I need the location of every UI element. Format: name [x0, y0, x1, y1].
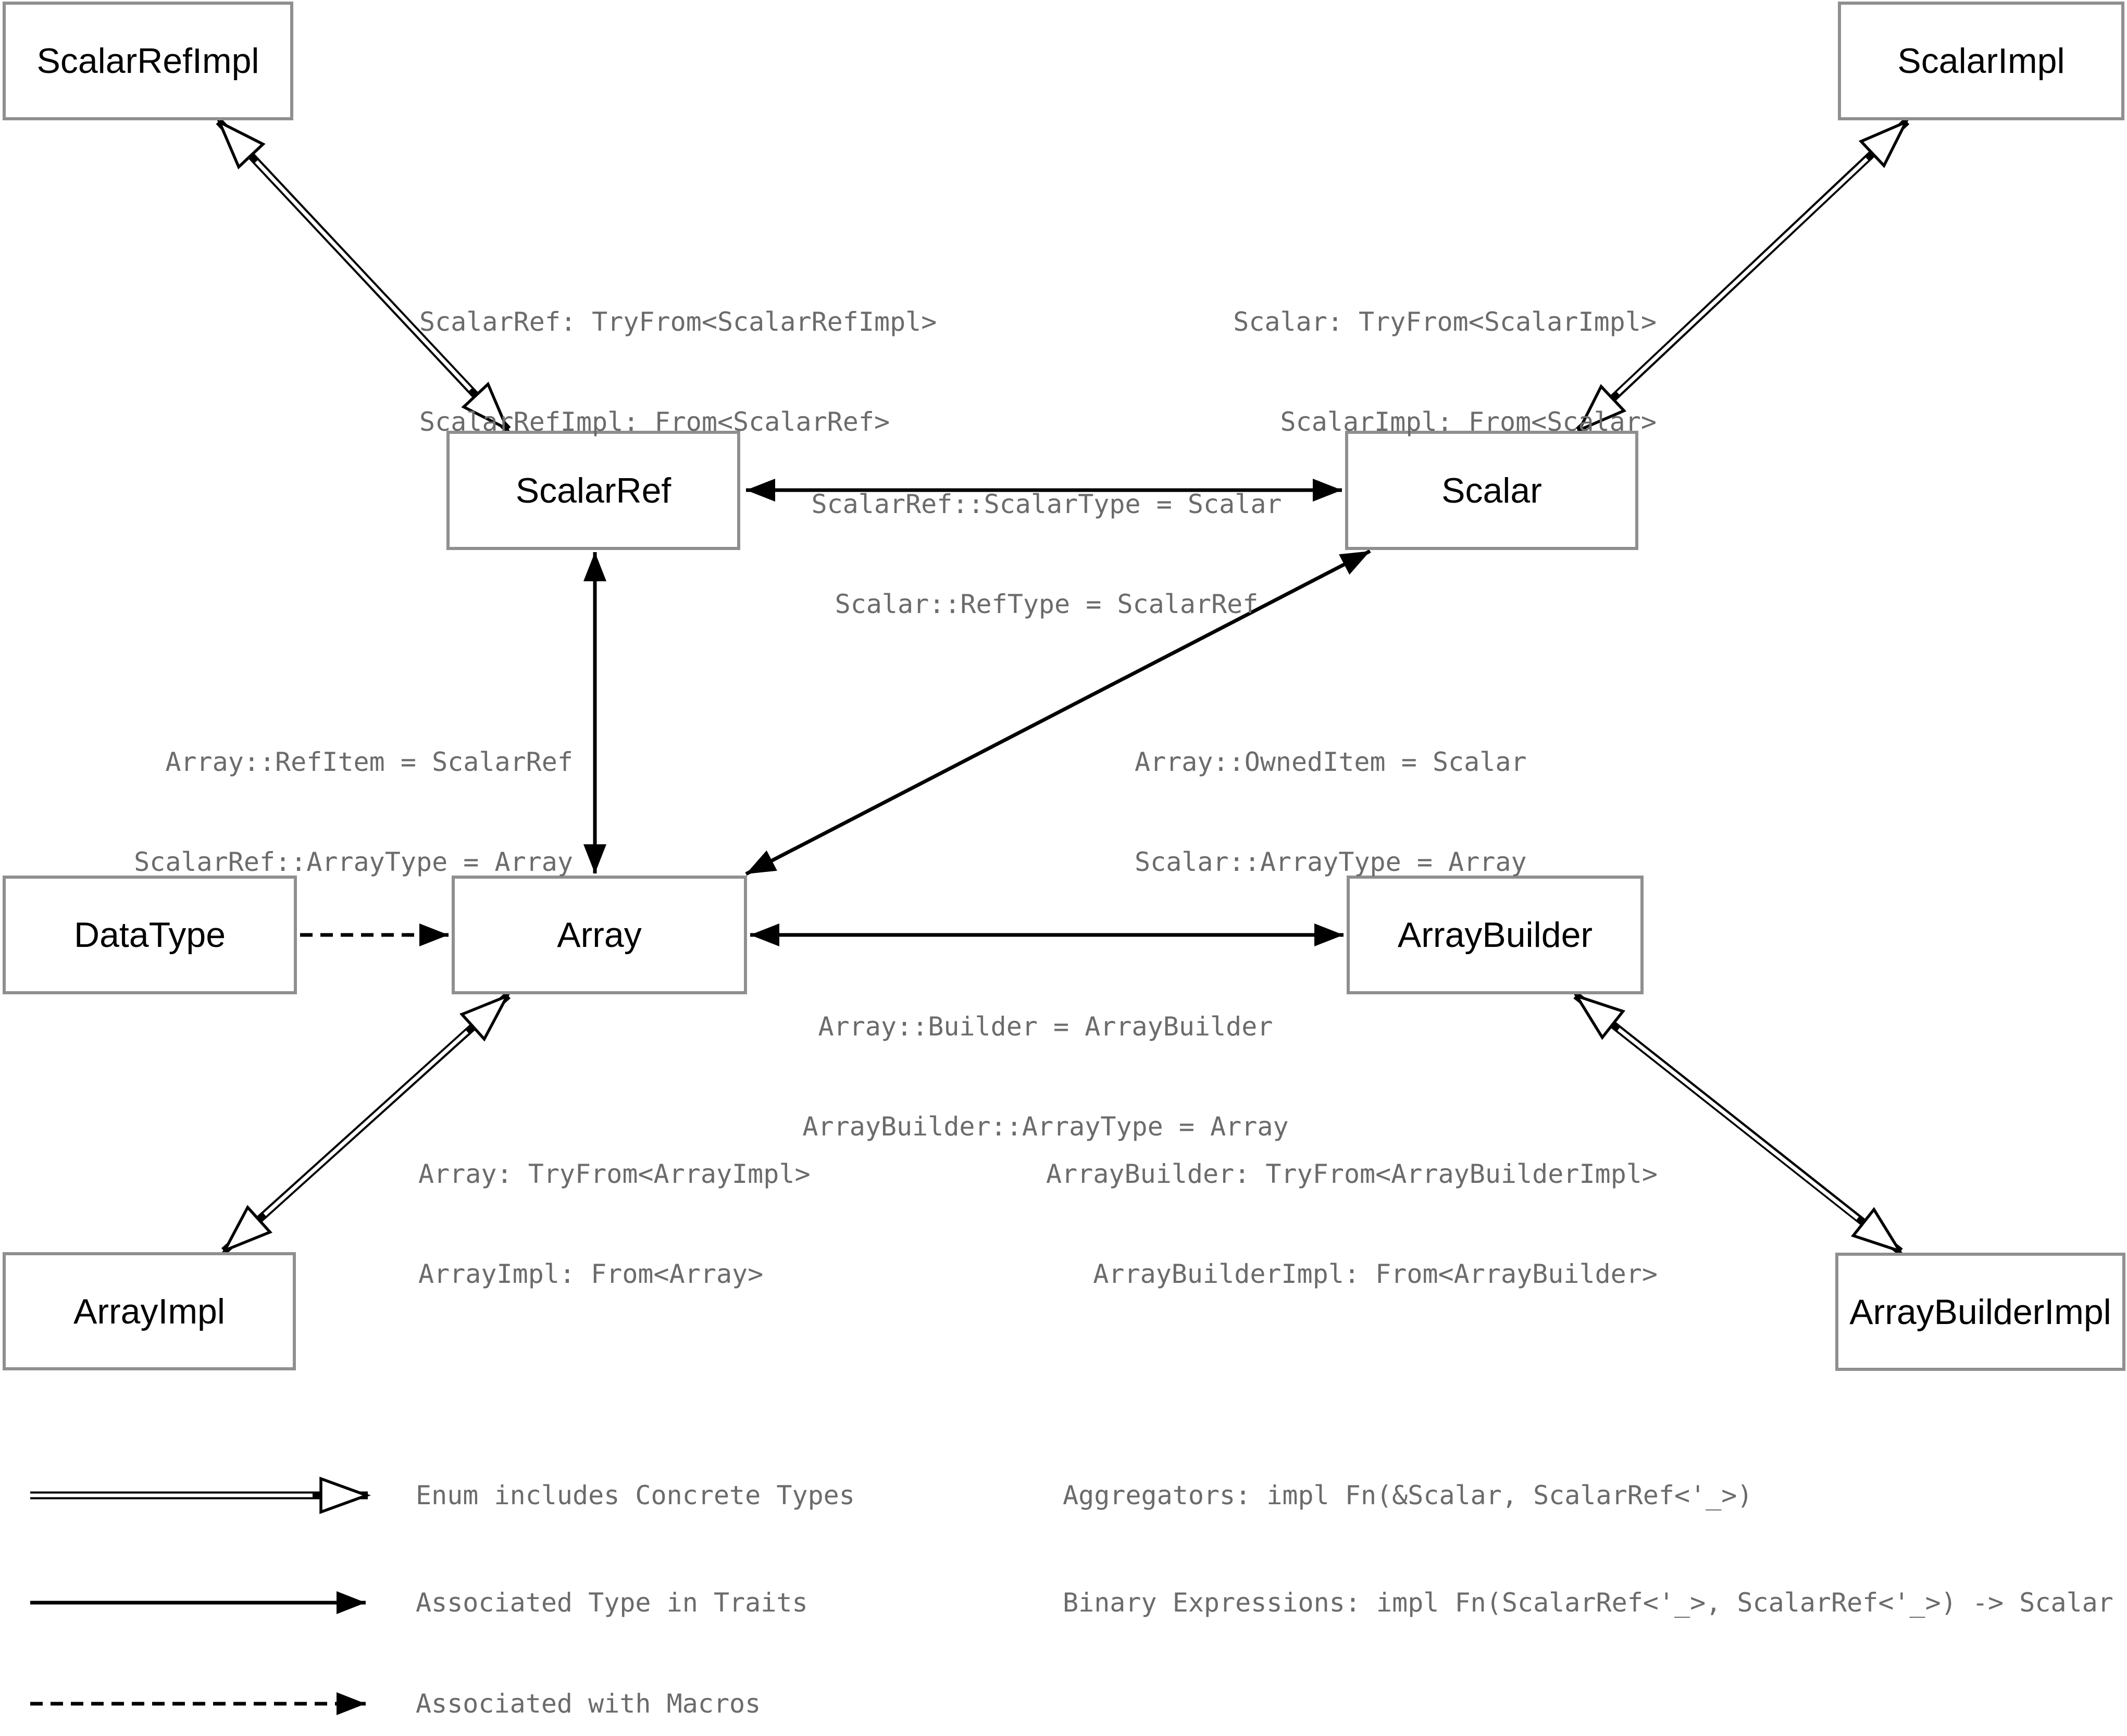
enum-arrow-array-arrayimpl [221, 992, 511, 1254]
edge-label-line: Scalar: TryFrom<ScalarImpl> [1233, 307, 1657, 337]
edge-label-line: Scalar::RefType = ScalarRef [835, 589, 1259, 619]
node-array: Array [452, 876, 747, 994]
legend-enum-label: Enum includes Concrete Types [416, 1480, 855, 1510]
enum-arrow-scalarimpl-scalar [1575, 118, 1910, 434]
assoc-arrow-scalar-array [745, 549, 1371, 876]
node-label: ScalarRefImpl [36, 41, 259, 81]
node-scalar-ref-impl: ScalarRefImpl [3, 2, 293, 120]
edge-label-line: ScalarRefImpl: From<ScalarRef> [419, 407, 890, 437]
legend-macro-label: Associated with Macros [416, 1689, 761, 1719]
node-label: ScalarImpl [1897, 41, 2065, 81]
edge-label-scalar-scalarimpl: Scalar: TryFrom<ScalarImpl> ScalarImpl: … [1233, 239, 1657, 505]
edge-label-scalarref-scalarrefimpl: ScalarRef: TryFrom<ScalarRefImpl> Scalar… [419, 239, 937, 505]
enum-arrow-scalarrefimpl-scalarref [216, 118, 511, 433]
node-label: Scalar [1441, 470, 1542, 510]
edge-label-line: ScalarRef: TryFrom<ScalarRefImpl> [419, 307, 937, 337]
edge-label-line: ScalarRef::ScalarType = Scalar [811, 489, 1282, 519]
edge-label-line: Array::OwnedItem = Scalar [1135, 747, 1527, 777]
edge-label-arraybuilder-arraybuilderimpl: ArrayBuilder: TryFrom<ArrayBuilderImpl> … [1046, 1091, 1658, 1357]
node-data-type: DataType [3, 876, 297, 994]
node-label: ArrayBuilderImpl [1849, 1292, 2111, 1332]
edge-label-array-arrayimpl: Array: TryFrom<ArrayImpl> ArrayImpl: Fro… [418, 1091, 811, 1357]
edge-label-scalarref-scalar: ScalarRef::ScalarType = Scalar Scalar::R… [811, 421, 1282, 688]
node-label: ArrayImpl [73, 1291, 225, 1331]
node-scalar-impl: ScalarImpl [1838, 2, 2124, 120]
edge-label-array-arraybuilder: Array::Builder = ArrayBuilder ArrayBuild… [802, 943, 1288, 1210]
legend-assoc-label: Associated Type in Traits [416, 1588, 808, 1618]
node-label: ArrayBuilder [1397, 915, 1593, 955]
node-label: DataType [73, 915, 226, 955]
node-array-builder: ArrayBuilder [1347, 876, 1644, 994]
edge-label-array-scalarref: Array::RefItem = ScalarRef ScalarRef::Ar… [134, 679, 573, 945]
node-label: ScalarRef [515, 470, 671, 510]
legend-binary-expressions-label: Binary Expressions: impl Fn(ScalarRef<'_… [1063, 1588, 2113, 1618]
node-scalar-ref: ScalarRef [446, 431, 740, 550]
edge-label-line: Array: TryFrom<ArrayImpl> [418, 1159, 811, 1189]
edge-label-line: Array::Builder = ArrayBuilder [818, 1011, 1273, 1042]
legend-aggregators-label: Aggregators: impl Fn(&Scalar, ScalarRef<… [1063, 1480, 1753, 1510]
edge-label-line: ArrayBuilderImpl: From<ArrayBuilder> [1093, 1259, 1658, 1289]
node-label: Array [557, 915, 642, 955]
node-array-impl: ArrayImpl [3, 1252, 296, 1370]
edge-label-line: ArrayImpl: From<Array> [418, 1259, 764, 1289]
enum-arrow-arraybuilder-arraybuilderimpl [1576, 992, 1900, 1255]
edge-label-array-scalar: Array::OwnedItem = Scalar Scalar::ArrayT… [1135, 679, 1527, 945]
edge-label-line: Array::RefItem = ScalarRef [165, 747, 573, 777]
edge-label-line: Scalar::ArrayType = Array [1135, 847, 1527, 877]
edge-label-line: ArrayBuilder: TryFrom<ArrayBuilderImpl> [1046, 1159, 1658, 1189]
edge-label-line: ScalarRef::ArrayType = Array [134, 847, 573, 877]
edge-label-line: ArrayBuilder::ArrayType = Array [802, 1111, 1289, 1142]
node-scalar: Scalar [1345, 431, 1638, 550]
edge-label-line: ScalarImpl: From<Scalar> [1280, 407, 1657, 437]
node-array-builder-impl: ArrayBuilderImpl [1835, 1253, 2125, 1371]
